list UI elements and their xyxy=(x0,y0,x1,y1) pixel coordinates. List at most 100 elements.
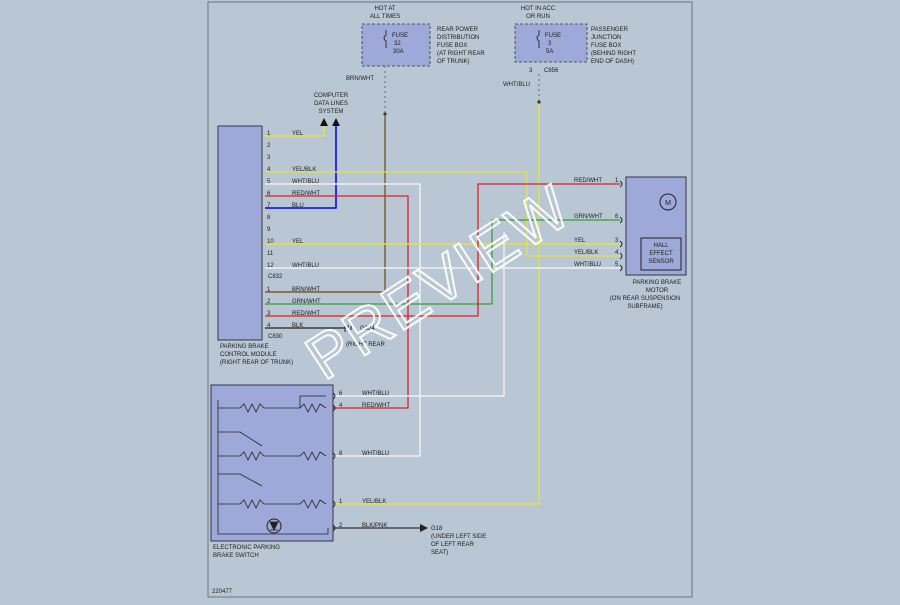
motor-pin-number: 4 xyxy=(615,250,619,256)
motor-wire-label: YEL/BLK xyxy=(574,250,598,256)
brake-switch-led-arrow xyxy=(269,521,279,531)
fuse-right-hot-line1: HOT IN ACC xyxy=(521,6,556,12)
motor-symbol-letter: M xyxy=(665,200,671,207)
module-pin-number: 12 xyxy=(267,263,274,269)
diagram-id: 220477 xyxy=(212,589,233,595)
fuse-left-hot-line1: HOT AT xyxy=(374,6,395,12)
fuse-right-pin: 3 xyxy=(529,68,533,74)
wire-yel-pin1 xyxy=(265,126,325,137)
fuse-right-hot-line2: OR RUN xyxy=(526,14,550,20)
fuse-left-box-line4: (AT RIGHT REAR xyxy=(437,51,485,57)
switch-connector-terminal xyxy=(332,524,336,532)
fuse-right-box-line2: JUNCTION xyxy=(591,35,621,41)
wire-wht-blu-pin5 xyxy=(265,183,421,457)
fuse-left-symbol xyxy=(383,30,387,48)
switch-pin-number: 1 xyxy=(339,499,343,505)
module-pin-number: 3 xyxy=(267,311,271,317)
fuse-right-box-line4: (BEHIND RIGHT xyxy=(591,51,636,57)
motor-symbol xyxy=(659,193,677,211)
fuse-right-connector: C856 xyxy=(544,68,559,74)
motor-wire-label: YEL xyxy=(574,238,586,244)
module-wire-label: RED/WHT xyxy=(292,191,320,197)
module-pin-number: 1 xyxy=(267,131,271,137)
fuse-box-right xyxy=(514,23,588,63)
motor-group: M HALL EFFECT SENSOR 1RED/WHT6GRN/WHT3YE… xyxy=(574,176,687,310)
wire-brn-wht xyxy=(265,116,386,293)
module-wire-label: YEL xyxy=(292,131,304,137)
data-lines-line1: COMPUTER xyxy=(314,93,349,99)
fuse-right-text-3: 5A xyxy=(546,49,553,55)
fuse-left-text-3: 30A xyxy=(393,49,404,55)
hall-sensor-line3: SENSOR xyxy=(648,259,674,265)
ground-g324-sub: (RIGHT REAR xyxy=(346,342,386,348)
fuse-right-wire-label: WHT/BLU xyxy=(503,82,530,88)
module-pin-number: 1 xyxy=(267,287,271,293)
switch-wire-label: BLK/PNK xyxy=(362,523,387,529)
module-wire-label: BLU xyxy=(292,203,304,209)
module-wire-label: WHT/BLU xyxy=(292,179,319,185)
hall-sensor-line1: HALL xyxy=(653,243,669,249)
brake-switch-box xyxy=(210,384,334,542)
brake-switch-label-2: BRAKE SWITCH xyxy=(213,553,259,559)
fuse-right-group: HOT IN ACC OR RUN FUSE 3 5A PASSENGER JU… xyxy=(503,6,636,88)
fuse-left-group: HOT AT ALL TIMES FUSE 32 30A REAR POWER … xyxy=(346,6,485,82)
ground-g324-symbol xyxy=(344,324,352,332)
module-pin-number: 3 xyxy=(267,155,271,161)
fuse-left-box-line3: FUSE BOX xyxy=(437,43,467,49)
module-wire-label: YEL/BLK xyxy=(292,167,316,173)
fuse-box-left xyxy=(361,23,431,67)
switch-wire-label: RED/WHT xyxy=(362,403,390,409)
control-module-label-2: CONTROL MODULE xyxy=(220,352,276,358)
wire-red-wht-c830-3 xyxy=(265,183,620,317)
data-lines-line2: DATA LINES xyxy=(314,101,348,107)
fuse-left-text-1: FUSE xyxy=(392,33,408,39)
ground-g18-sub-1: (UNDER LEFT SIDE xyxy=(431,534,486,540)
ground-g324-label: G324 xyxy=(360,326,375,332)
hall-effect-sensor-box xyxy=(640,237,682,271)
wire-yel-fuse3-to-switch-pin1 xyxy=(332,104,540,505)
wire-yel-blk-pin4 xyxy=(265,171,620,257)
ground-g18-label: G18 xyxy=(431,526,443,532)
wire-wht-blu-splice-dot xyxy=(537,100,541,104)
motor-wire-label: RED/WHT xyxy=(574,178,602,184)
motor-connector-terminal xyxy=(619,264,623,272)
module-pin-number: 6 xyxy=(267,191,271,197)
fuse-right-text-1: FUSE xyxy=(545,33,561,39)
module-pin-number: 5 xyxy=(267,179,271,185)
switch-connector-terminal xyxy=(332,452,336,460)
fuse-right-symbol xyxy=(536,30,540,48)
switch-wire-label: WHT/BLU xyxy=(362,451,389,457)
data-line-arrow-blu xyxy=(332,118,340,126)
connector-c832-label: C832 xyxy=(268,274,283,280)
wires xyxy=(265,66,620,529)
module-wire-label: RED/WHT xyxy=(292,311,320,317)
module-pin-number: 8 xyxy=(267,215,271,221)
connector-c830-label: C830 xyxy=(268,334,283,340)
ground-g18-sub-3: SEAT) xyxy=(431,550,448,556)
fuse-left-box-line5: OF TRUNK) xyxy=(437,59,470,65)
fuse-left-box-line1: REAR POWER xyxy=(437,27,479,33)
module-pin-number: 4 xyxy=(267,323,271,329)
motor-connector-terminal xyxy=(619,180,623,188)
motor-label-1: PARKING BRAKE xyxy=(633,280,682,286)
motor-connector-terminal xyxy=(619,240,623,248)
switch-connector-terminal xyxy=(332,500,336,508)
motor-wire-label: GRN/WHT xyxy=(574,214,603,220)
ground-g18-arrow xyxy=(420,524,428,532)
brake-switch-internal-circuit xyxy=(217,395,329,535)
ground-g324-group: G324 (RIGHT REAR xyxy=(344,324,386,348)
module-wire-label: WHT/BLU xyxy=(292,263,319,269)
switch-wire-label: WHT/BLU xyxy=(362,391,389,397)
module-pin-number: 10 xyxy=(267,239,274,245)
wire-red-wht-pin6 xyxy=(265,195,409,409)
module-wire-label: YEL xyxy=(292,239,304,245)
switch-pin-number: 8 xyxy=(339,451,343,457)
control-module-label-1: PARKING BRAKE xyxy=(220,344,269,350)
module-pin-number: 2 xyxy=(267,299,271,305)
